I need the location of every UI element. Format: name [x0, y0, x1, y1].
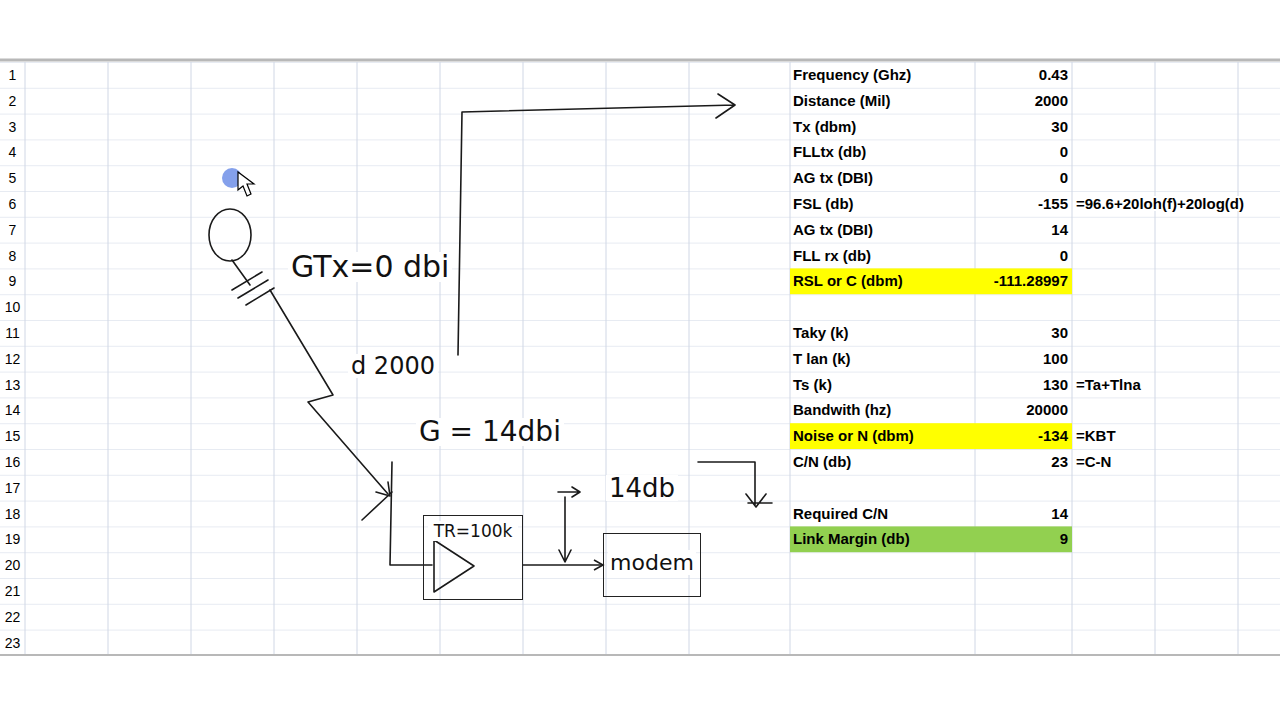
cell-formula: =Ta+Tlna	[1074, 377, 1143, 392]
sketch-note: d 2000	[348, 354, 438, 378]
amplifier-symbol	[434, 540, 474, 592]
sketch-note: G = 14dbi	[416, 418, 564, 446]
cell-value: 20000	[978, 402, 1068, 417]
cell-label: FLLtx (db)	[793, 144, 866, 159]
cell-value: -155	[978, 196, 1068, 211]
cell-value: 14	[978, 506, 1068, 521]
row-number: 2	[0, 94, 25, 108]
highlight-green	[790, 526, 1072, 552]
row-number: 5	[0, 171, 25, 185]
cell-value: 23	[978, 454, 1068, 469]
row-number: 6	[0, 197, 25, 211]
cell-label: AG tx (DBI)	[793, 170, 873, 185]
cell-label: FLL rx (db)	[793, 248, 871, 263]
feed-line	[390, 462, 432, 565]
row-number: 1	[0, 68, 25, 82]
antenna-dish	[209, 209, 251, 261]
cell-value: 130	[978, 377, 1068, 392]
box-text: TR=100k	[428, 521, 518, 541]
cell-label: Tx (dbm)	[793, 119, 856, 134]
cell-value: 14	[978, 222, 1068, 237]
sketch-note: GTx=0 dbi	[288, 252, 452, 282]
edge-label: 14db	[606, 475, 678, 501]
cell-value: 100	[978, 351, 1068, 366]
leader-line	[559, 497, 571, 562]
cell-value: 30	[978, 119, 1068, 134]
cell-label: Taky (k)	[793, 325, 849, 340]
cell-value: 0	[978, 144, 1068, 159]
row-number: 12	[0, 352, 25, 366]
cell-value: -134	[978, 428, 1068, 443]
row-number: 22	[0, 610, 25, 624]
row-number: 11	[0, 326, 25, 340]
hand-sketch	[209, 94, 772, 592]
cell-label: Frequency (Ghz)	[793, 67, 911, 82]
column-lines	[25, 62, 1238, 655]
cell-formula: =KBT	[1074, 428, 1118, 443]
cell-label: Ts (k)	[793, 377, 832, 392]
cell-label: Required C/N	[793, 506, 888, 521]
antenna-hatch	[232, 272, 274, 305]
row-number: 18	[0, 507, 25, 521]
shadow-edge	[0, 59, 1280, 62]
highlight-yellow	[790, 423, 1072, 449]
row-number: 4	[0, 145, 25, 159]
row-number: 20	[0, 558, 25, 572]
row-number: 21	[0, 584, 25, 598]
cell-formula: =96.6+20loh(f)+20log(d)	[1074, 196, 1246, 211]
row-number: 3	[0, 120, 25, 134]
cell-label: AG tx (DBI)	[793, 222, 873, 237]
radio-path	[270, 290, 388, 494]
row-number: 13	[0, 378, 25, 392]
cell-label: C/N (db)	[793, 454, 851, 469]
cell-label: FSL (db)	[793, 196, 854, 211]
row-number: 7	[0, 223, 25, 237]
cell-value: 0	[978, 248, 1068, 263]
mouse-cursor	[222, 168, 254, 196]
cell-value: -111.28997	[978, 273, 1068, 288]
cell-formula: =C-N	[1074, 454, 1113, 469]
row-number: 10	[0, 300, 25, 314]
row-number: 23	[0, 636, 25, 650]
row-number: 9	[0, 274, 25, 288]
cell-value: 0	[978, 170, 1068, 185]
signal-connector	[523, 560, 603, 570]
row-number: 17	[0, 481, 25, 495]
cell-value: 0.43	[978, 67, 1068, 82]
modem-box: modem	[603, 533, 701, 597]
cell-label: Bandwith (hz)	[793, 402, 891, 417]
row-number: 14	[0, 403, 25, 417]
return-arrow	[458, 94, 735, 355]
cell-label: Distance (Mil)	[793, 93, 891, 108]
row-number: 16	[0, 455, 25, 469]
receiver-box: TR=100k	[423, 515, 523, 600]
cell-value: 30	[978, 325, 1068, 340]
row-lines	[0, 62, 1280, 655]
cell-label: Link Margin (db)	[793, 531, 910, 546]
cell-value: 9	[978, 531, 1068, 546]
box-text: modem	[608, 550, 696, 575]
cell-label: RSL or C (dbm)	[793, 273, 903, 288]
cell-label: Noise or N (dbm)	[793, 428, 914, 443]
row-number: 19	[0, 532, 25, 546]
sketch-arrow	[698, 462, 772, 507]
row-number: 15	[0, 429, 25, 443]
highlight-yellow	[790, 268, 1072, 294]
row-number: 8	[0, 249, 25, 263]
cell-label: T lan (k)	[793, 351, 851, 366]
cell-value: 2000	[978, 93, 1068, 108]
